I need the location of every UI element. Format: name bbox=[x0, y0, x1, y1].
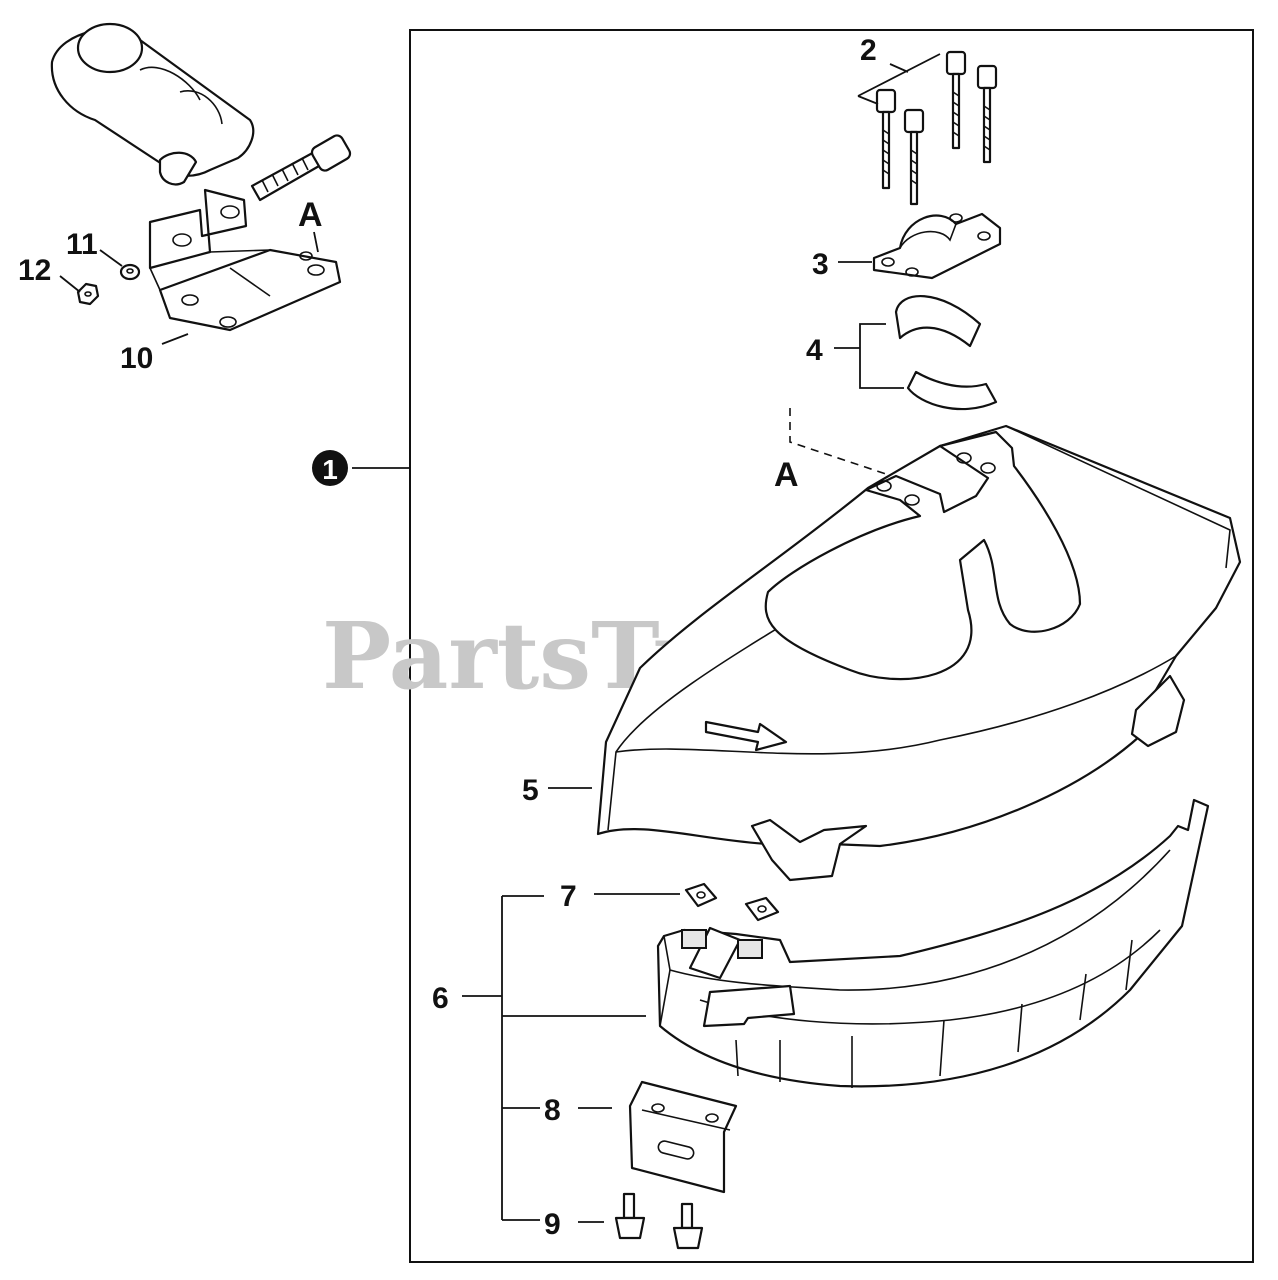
callout-5: 5 bbox=[522, 774, 539, 807]
bolt-part-10 bbox=[250, 134, 352, 202]
callout-11: 11 bbox=[66, 228, 98, 261]
guard-part-5 bbox=[596, 424, 1242, 882]
callout-9: 9 bbox=[544, 1208, 561, 1241]
screws-part-9 bbox=[614, 1192, 704, 1250]
cover-part-6 bbox=[656, 798, 1210, 1088]
callout-2: 2 bbox=[860, 34, 877, 67]
assembly-frame bbox=[409, 29, 1254, 1263]
clamp-part-3 bbox=[872, 212, 1002, 280]
liners-part-4 bbox=[894, 294, 998, 411]
callout-10: 10 bbox=[120, 342, 153, 375]
callout-12: 12 bbox=[18, 254, 51, 287]
bolts-part-2 bbox=[875, 50, 998, 206]
callout-3: 3 bbox=[812, 248, 829, 281]
assembly-callout-badge bbox=[312, 450, 348, 486]
callout-6: 6 bbox=[432, 982, 449, 1015]
bracket-part-10 bbox=[148, 188, 342, 332]
assembly-callout-number: 1 bbox=[322, 454, 338, 485]
reference-a-top: A bbox=[298, 196, 323, 234]
nut-part-12 bbox=[76, 282, 100, 306]
nuts-part-7 bbox=[684, 882, 780, 922]
shaft-housing-illustration bbox=[50, 22, 255, 186]
reference-a-guard: A bbox=[774, 456, 799, 494]
callout-7: 7 bbox=[560, 880, 577, 913]
callout-8: 8 bbox=[544, 1094, 561, 1127]
plate-part-8 bbox=[628, 1080, 738, 1194]
washer-part-11 bbox=[119, 263, 141, 281]
callout-4: 4 bbox=[806, 334, 823, 367]
